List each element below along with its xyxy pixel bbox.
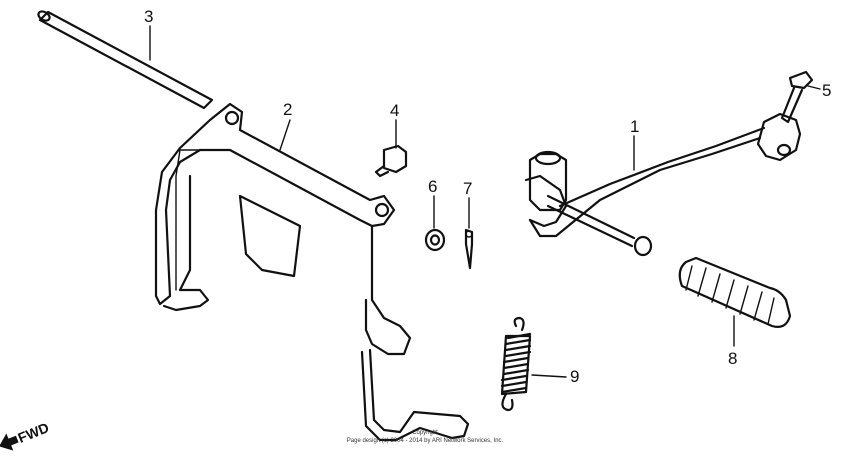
copyright-notice: Copyright Page design (c) 2004 - 2014 by… xyxy=(347,430,504,444)
callout-7: 7 xyxy=(463,179,472,198)
part-6-washer[interactable] xyxy=(424,228,446,252)
fwd-direction-indicator: FWD xyxy=(0,419,52,451)
callout-labels: 1 2 3 4 5 6 7 8 9 xyxy=(144,7,831,386)
fwd-arrow-icon xyxy=(0,433,19,451)
callout-9: 9 xyxy=(570,367,579,386)
callout-4: 4 xyxy=(390,101,399,120)
callout-8: 8 xyxy=(728,349,737,368)
part-1-stand-arm[interactable] xyxy=(524,112,802,257)
callout-3: 3 xyxy=(144,7,153,26)
callout-1: 1 xyxy=(630,117,639,136)
part-8-grip[interactable] xyxy=(678,256,792,328)
leader-lines xyxy=(149,25,821,378)
callout-2: 2 xyxy=(283,100,292,119)
callout-6: 6 xyxy=(428,177,437,196)
part-9-return-spring[interactable] xyxy=(500,316,532,412)
part-4-stopper[interactable] xyxy=(374,144,408,178)
part-7-cotter-pin[interactable] xyxy=(464,228,474,270)
copyright-line-2: Page design (c) 2004 - 2014 by ARI Netwo… xyxy=(347,438,504,444)
part-5-bolt[interactable] xyxy=(780,70,814,124)
part-3-pivot-shaft[interactable] xyxy=(37,10,214,110)
part-2-main-stand[interactable] xyxy=(154,102,470,442)
callout-5: 5 xyxy=(822,81,831,100)
fwd-label: FWD xyxy=(16,419,52,446)
copyright-line-1: Copyright xyxy=(412,430,438,436)
